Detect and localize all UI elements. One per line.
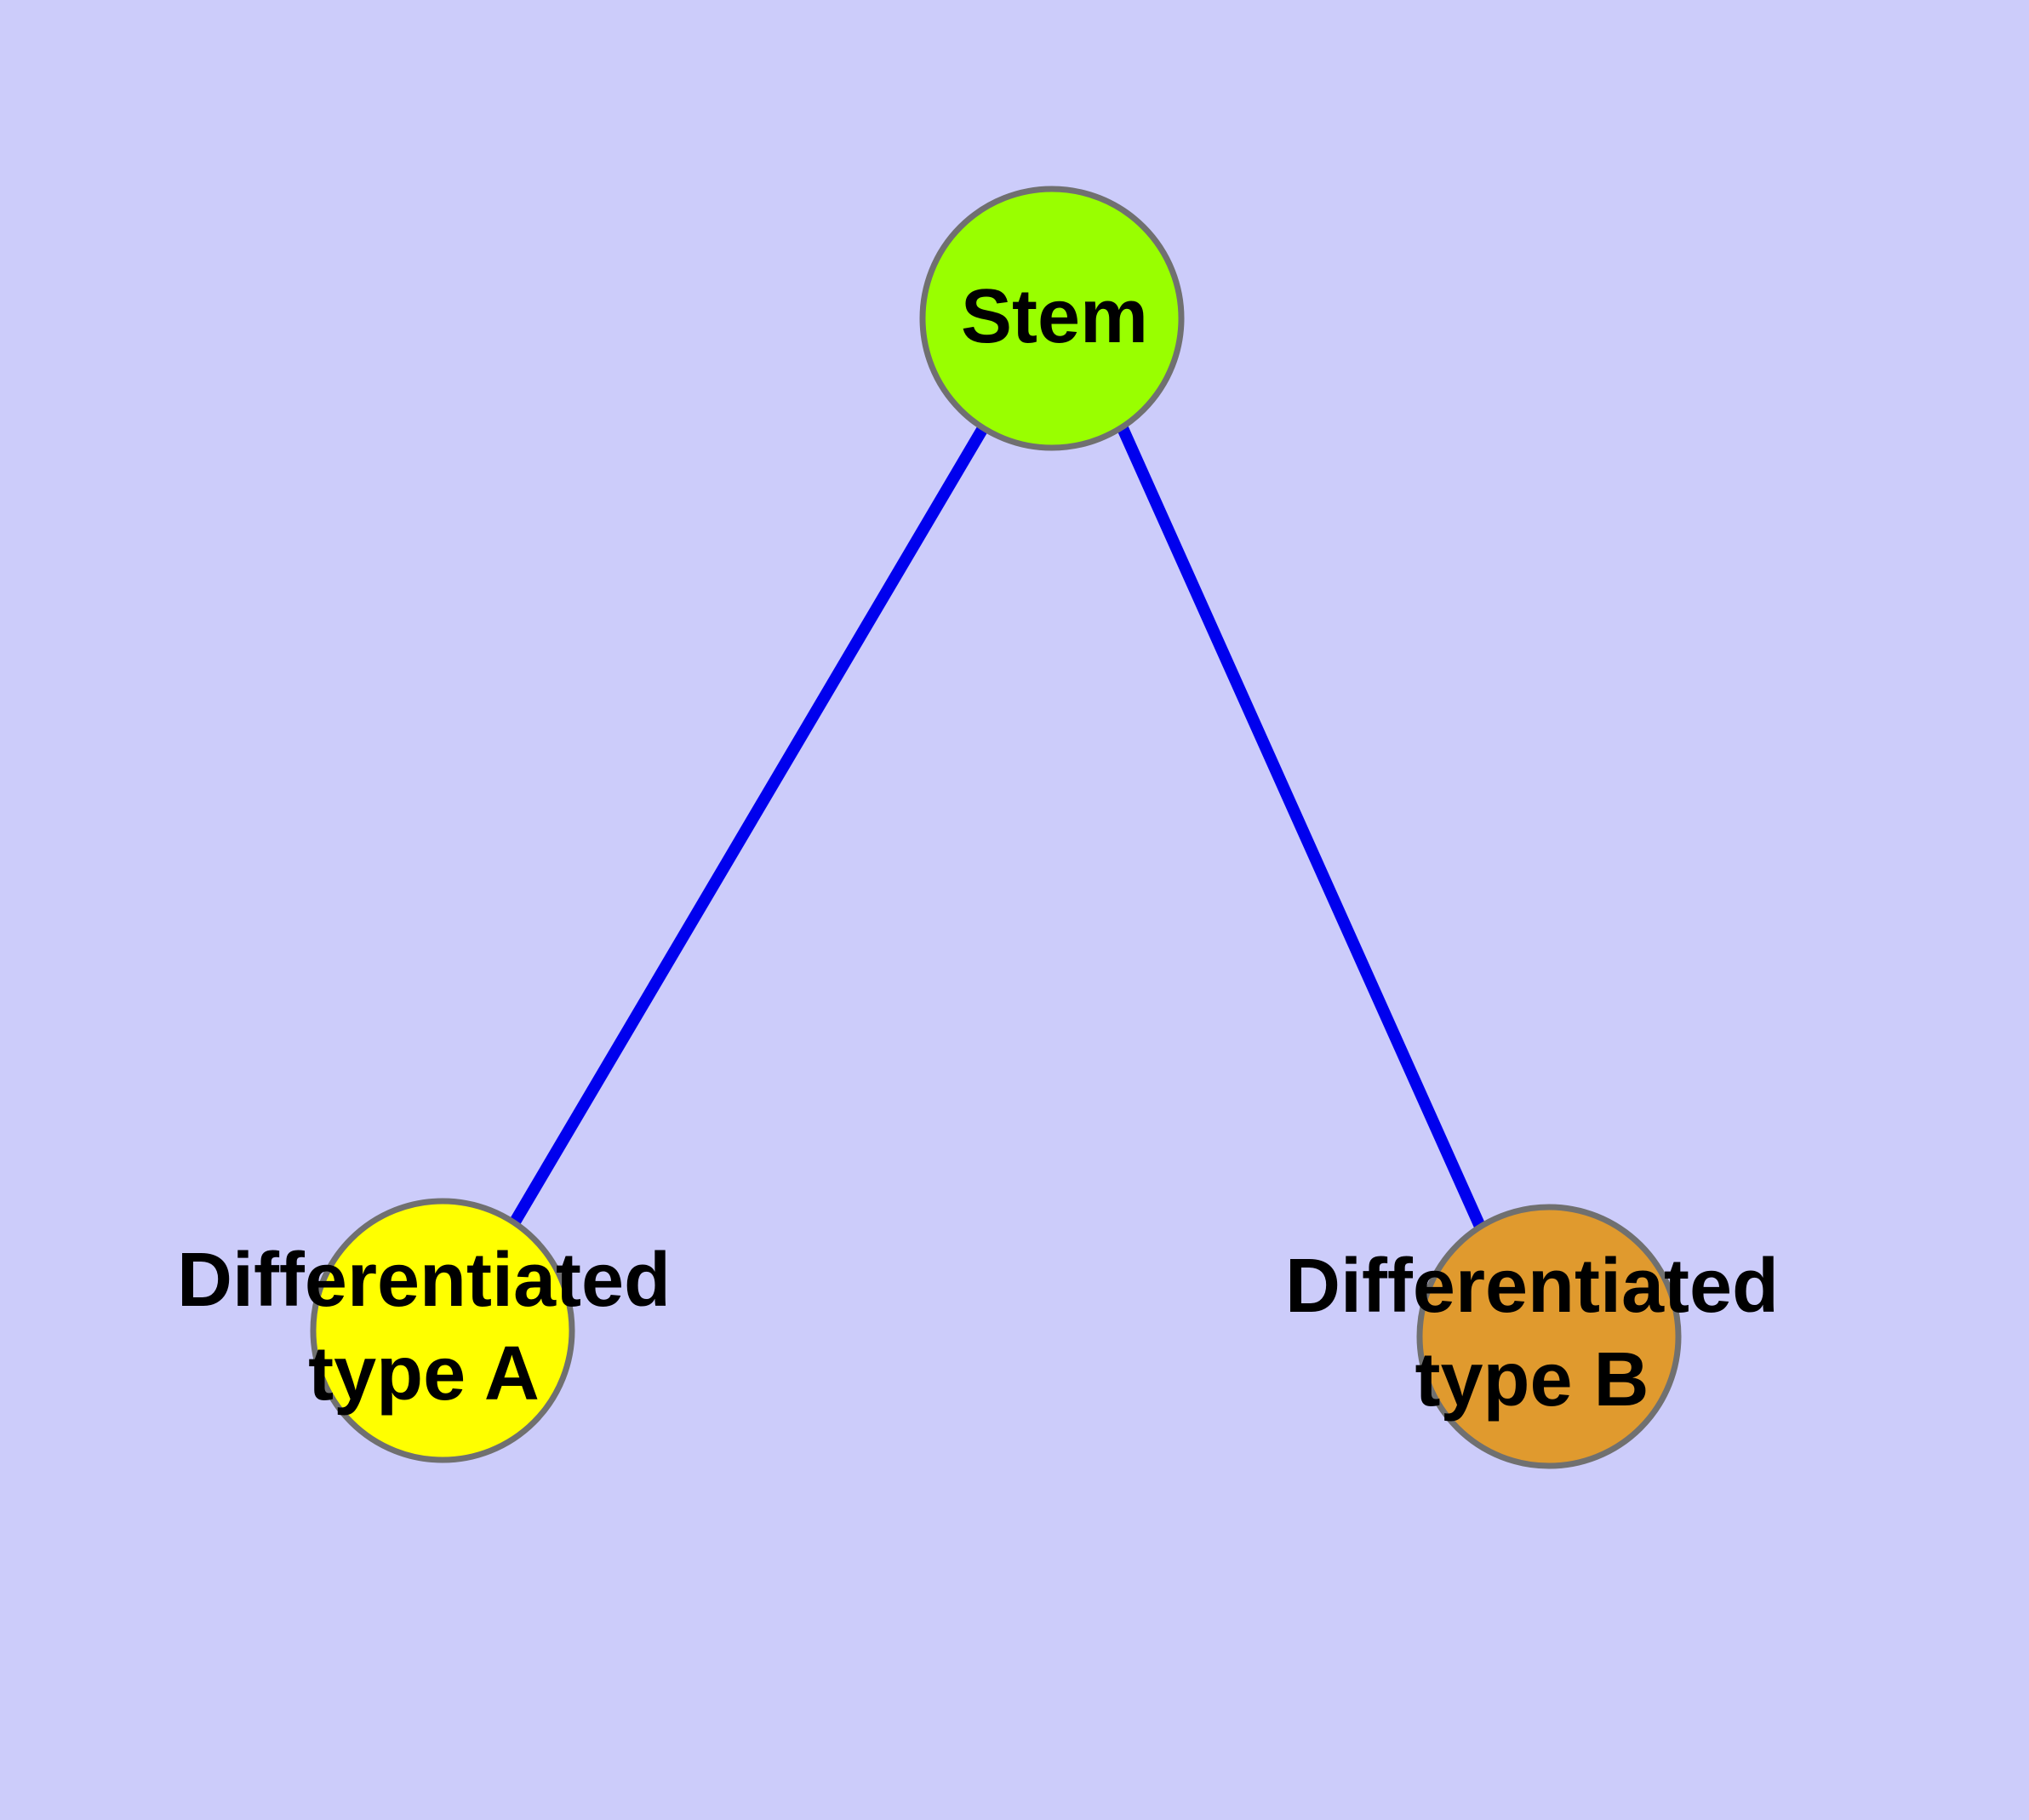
node-label-line: Differentiated [177, 1238, 671, 1323]
edge-stem-to-diff-b[interactable] [1117, 426, 1487, 1231]
node-label-line: type A [308, 1331, 540, 1417]
edge-stem-to-diff-a[interactable] [508, 425, 989, 1227]
nodes-layer [310, 186, 1682, 1469]
node-label-stem: Stem [961, 274, 1148, 359]
node-label-line: Differentiated [1285, 1244, 1779, 1329]
node-stem[interactable] [919, 186, 1185, 451]
node-label-line: type B [1415, 1337, 1649, 1422]
node-diff_a[interactable] [310, 1198, 575, 1463]
edges-layer [508, 425, 1487, 1231]
node-label-line: Stem [961, 274, 1148, 359]
node-diff_b[interactable] [1416, 1204, 1682, 1469]
